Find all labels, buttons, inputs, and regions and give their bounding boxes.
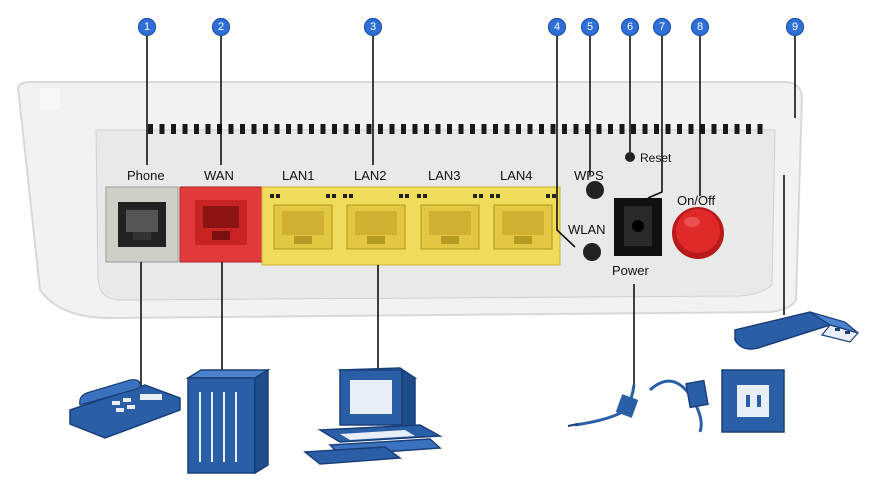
vent-slot	[550, 124, 556, 134]
vent-slot	[171, 124, 176, 134]
ventilation-slots	[148, 124, 763, 134]
vent-slot	[343, 124, 349, 134]
phone-label: Phone	[127, 168, 165, 183]
lan-port-2	[343, 194, 409, 250]
vent-slot	[251, 124, 257, 134]
callout-1: 1	[138, 18, 156, 36]
lan3-label: LAN3	[428, 168, 461, 183]
vent-slot	[194, 124, 199, 134]
vent-slot	[746, 124, 751, 134]
vent-slot	[458, 124, 464, 134]
vent-slot	[481, 124, 487, 134]
lan4-label: LAN4	[500, 168, 533, 183]
lan-port-block	[261, 186, 561, 266]
callout-leaders	[146, 36, 796, 248]
vent-slot	[585, 124, 590, 134]
power-jack	[614, 198, 662, 256]
callout-2: 2	[212, 18, 230, 36]
wps-label: WPS	[574, 168, 604, 183]
vent-slot	[401, 124, 406, 134]
vent-slot	[711, 124, 717, 134]
vent-slot	[355, 124, 360, 134]
vent-slot	[424, 124, 429, 134]
vent-slot	[642, 124, 648, 134]
vent-slot	[688, 124, 694, 134]
vent-slot	[159, 124, 165, 134]
lan-port-3	[417, 194, 483, 250]
vent-slot	[596, 124, 602, 134]
vent-slot	[366, 124, 372, 134]
vent-slot	[677, 124, 682, 134]
vent-slot	[286, 124, 291, 134]
vent-slot	[631, 124, 636, 134]
lan1-label: LAN1	[282, 168, 315, 183]
vent-slot	[297, 124, 303, 134]
vent-slot	[389, 124, 395, 134]
vent-slot	[205, 124, 211, 134]
vent-slot	[447, 124, 452, 134]
callout-8: 8	[691, 18, 709, 36]
vent-slot	[378, 124, 383, 134]
vent-slot	[723, 124, 728, 134]
lan2-label: LAN2	[354, 168, 387, 183]
vent-slot	[148, 124, 153, 134]
wan-label: WAN	[204, 168, 234, 183]
reset-button[interactable]	[625, 152, 635, 162]
vent-slot	[182, 124, 188, 134]
usb-stick-icon	[734, 311, 860, 350]
callout-4: 4	[548, 18, 566, 36]
vent-slot	[562, 124, 567, 134]
vent-slot	[435, 124, 441, 134]
vent-slot	[493, 124, 498, 134]
vent-slot	[504, 124, 510, 134]
vent-slot	[700, 124, 705, 134]
device-leaders	[140, 175, 785, 393]
wps-button[interactable]	[586, 181, 604, 199]
lan-port-4	[490, 194, 556, 250]
wall-socket-icon	[721, 369, 785, 433]
vent-slot	[757, 124, 763, 134]
vent-slot	[654, 124, 659, 134]
vent-slot	[332, 124, 337, 134]
callout-5: 5	[581, 18, 599, 36]
vent-slot	[619, 124, 625, 134]
phone-port	[105, 186, 179, 263]
wlan-button[interactable]	[583, 243, 601, 261]
vent-slot	[470, 124, 475, 134]
wlan-label: WLAN	[568, 222, 606, 237]
callout-3: 3	[364, 18, 382, 36]
wan-port	[179, 186, 263, 263]
vent-slot	[734, 124, 740, 134]
lan-port-1	[270, 194, 336, 250]
vent-slot	[240, 124, 245, 134]
vent-slot	[228, 124, 234, 134]
onoff-label: On/Off	[677, 193, 716, 208]
vent-slot	[573, 124, 579, 134]
vent-slot	[527, 124, 533, 134]
callout-9: 9	[786, 18, 804, 36]
vent-slot	[665, 124, 671, 134]
callout-6: 6	[621, 18, 639, 36]
vent-slot	[608, 124, 613, 134]
server-icon	[185, 368, 271, 475]
vent-slot	[320, 124, 326, 134]
vent-slot	[217, 124, 222, 134]
computer-icon	[303, 367, 443, 465]
power-adapter-icon	[567, 379, 709, 433]
vent-slot	[274, 124, 280, 134]
vent-slot	[263, 124, 268, 134]
reset-label: Reset	[640, 151, 672, 165]
callout-7: 7	[653, 18, 671, 36]
telephone-icon	[69, 379, 181, 439]
power-button[interactable]	[672, 207, 724, 259]
vent-slot	[309, 124, 314, 134]
vent-slot	[412, 124, 418, 134]
vent-slot	[539, 124, 544, 134]
vent-slot	[516, 124, 521, 134]
power-label: Power	[612, 263, 649, 278]
